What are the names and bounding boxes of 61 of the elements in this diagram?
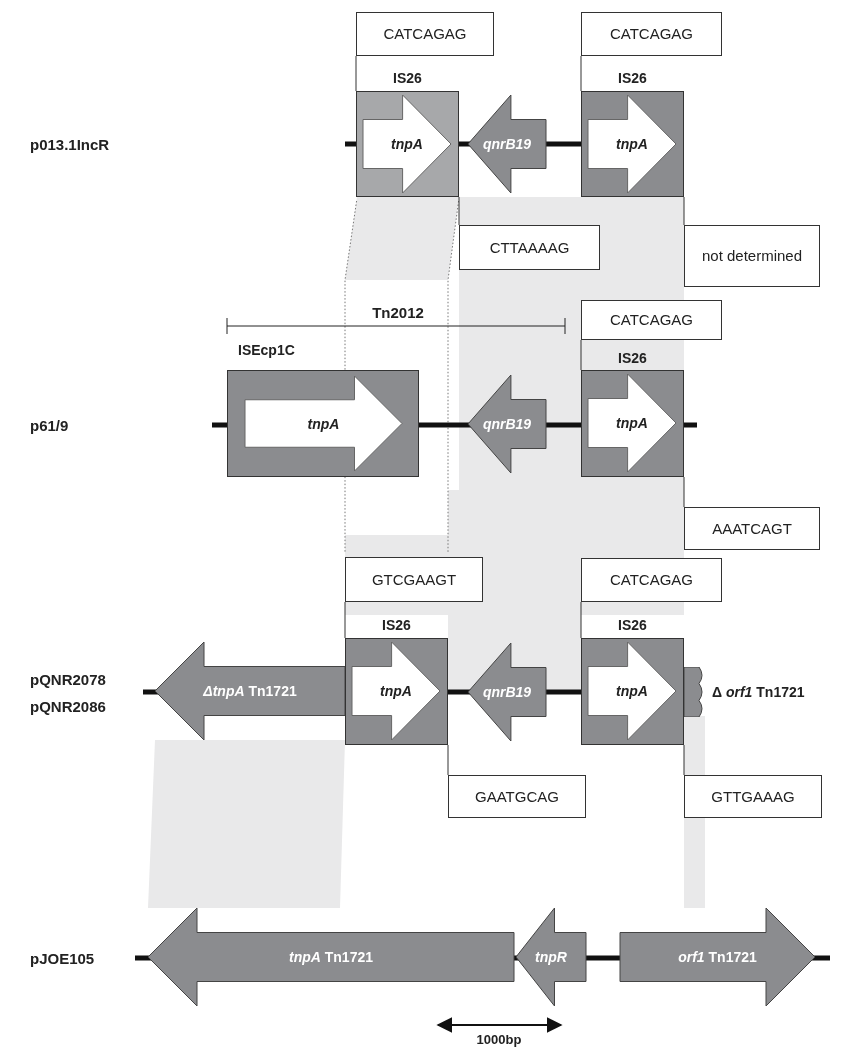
- gene-block: [468, 643, 546, 741]
- transposon-label: Tn2012: [372, 303, 424, 321]
- gene-label: qnrB19: [482, 416, 532, 432]
- sequence-label: CATCAGAG: [581, 300, 722, 340]
- gene-label: tnpR: [535, 949, 567, 965]
- gene-label: tnpA: [391, 136, 423, 152]
- leader-line: [447, 744, 449, 776]
- gene-label: Δ orf1 Tn1721: [712, 684, 805, 700]
- transposase-gene-block: [588, 374, 676, 472]
- leader-line: [683, 196, 685, 226]
- leader-line: [683, 744, 685, 776]
- element-label: ISEcp1C: [238, 342, 295, 358]
- gene-label: tnpA: [307, 415, 340, 432]
- transposase-gene-block: [245, 376, 402, 471]
- gene-block: [516, 908, 586, 1006]
- plasmid-label: pQNR2078: [30, 670, 106, 688]
- truncated-gene-fragment: [684, 667, 705, 717]
- sequence-label: GAATGCAG: [448, 775, 586, 818]
- gene-label: tnpA: [616, 136, 648, 152]
- sequence-label: CTTAAAAG: [459, 225, 600, 270]
- gene-label: qnrB19: [482, 136, 532, 152]
- sequence-label: GTCGAAGT: [345, 557, 483, 602]
- gene-block: [155, 642, 345, 740]
- gene-block: [620, 908, 815, 1006]
- gene-label: qnrB19: [482, 684, 532, 700]
- gene-label: tnpA: [616, 683, 648, 699]
- element-label: IS26: [618, 617, 647, 633]
- leader-line: [355, 55, 357, 92]
- plasmid-label: pQNR2086: [30, 697, 106, 715]
- transposase-gene-block: [352, 642, 440, 740]
- leader-line: [458, 196, 460, 226]
- element-label: IS26: [618, 70, 647, 86]
- sequence-label: CATCAGAG: [581, 558, 722, 602]
- sequence-label: CATCAGAG: [581, 12, 722, 56]
- gene-label: tnpA: [380, 683, 412, 699]
- plasmid-label: p61/9: [30, 416, 69, 434]
- leader-line: [580, 339, 582, 371]
- element-label: IS26: [618, 350, 647, 366]
- sequence-label: CATCAGAG: [356, 12, 494, 56]
- gene-label: tnpA Tn1721: [289, 949, 373, 965]
- sequence-label: GTTGAAAG: [684, 775, 822, 818]
- transposase-gene-block: [363, 95, 451, 193]
- gene-block: [148, 908, 514, 1006]
- leader-line: [344, 601, 346, 639]
- element-label: IS26: [393, 70, 422, 86]
- gene-block: [468, 95, 546, 193]
- transposase-gene-block: [588, 642, 676, 740]
- gene-label: tnpA: [616, 415, 648, 431]
- plasmid-label: p013.1IncR: [30, 135, 110, 153]
- element-label: IS26: [382, 617, 411, 633]
- leader-line: [580, 55, 582, 92]
- gene-label: ΔtnpA Tn1721: [203, 683, 297, 699]
- sequence-label: not determined: [684, 225, 820, 287]
- plasmid-label: pJOE105: [30, 949, 95, 967]
- gene-label: orf1 Tn1721: [678, 949, 757, 965]
- scale-label: 1000bp: [476, 1031, 522, 1047]
- gene-block: [468, 375, 546, 473]
- transposase-gene-block: [588, 95, 676, 193]
- sequence-label: AAATCAGT: [684, 507, 820, 550]
- leader-line: [580, 601, 582, 639]
- leader-line: [683, 476, 685, 508]
